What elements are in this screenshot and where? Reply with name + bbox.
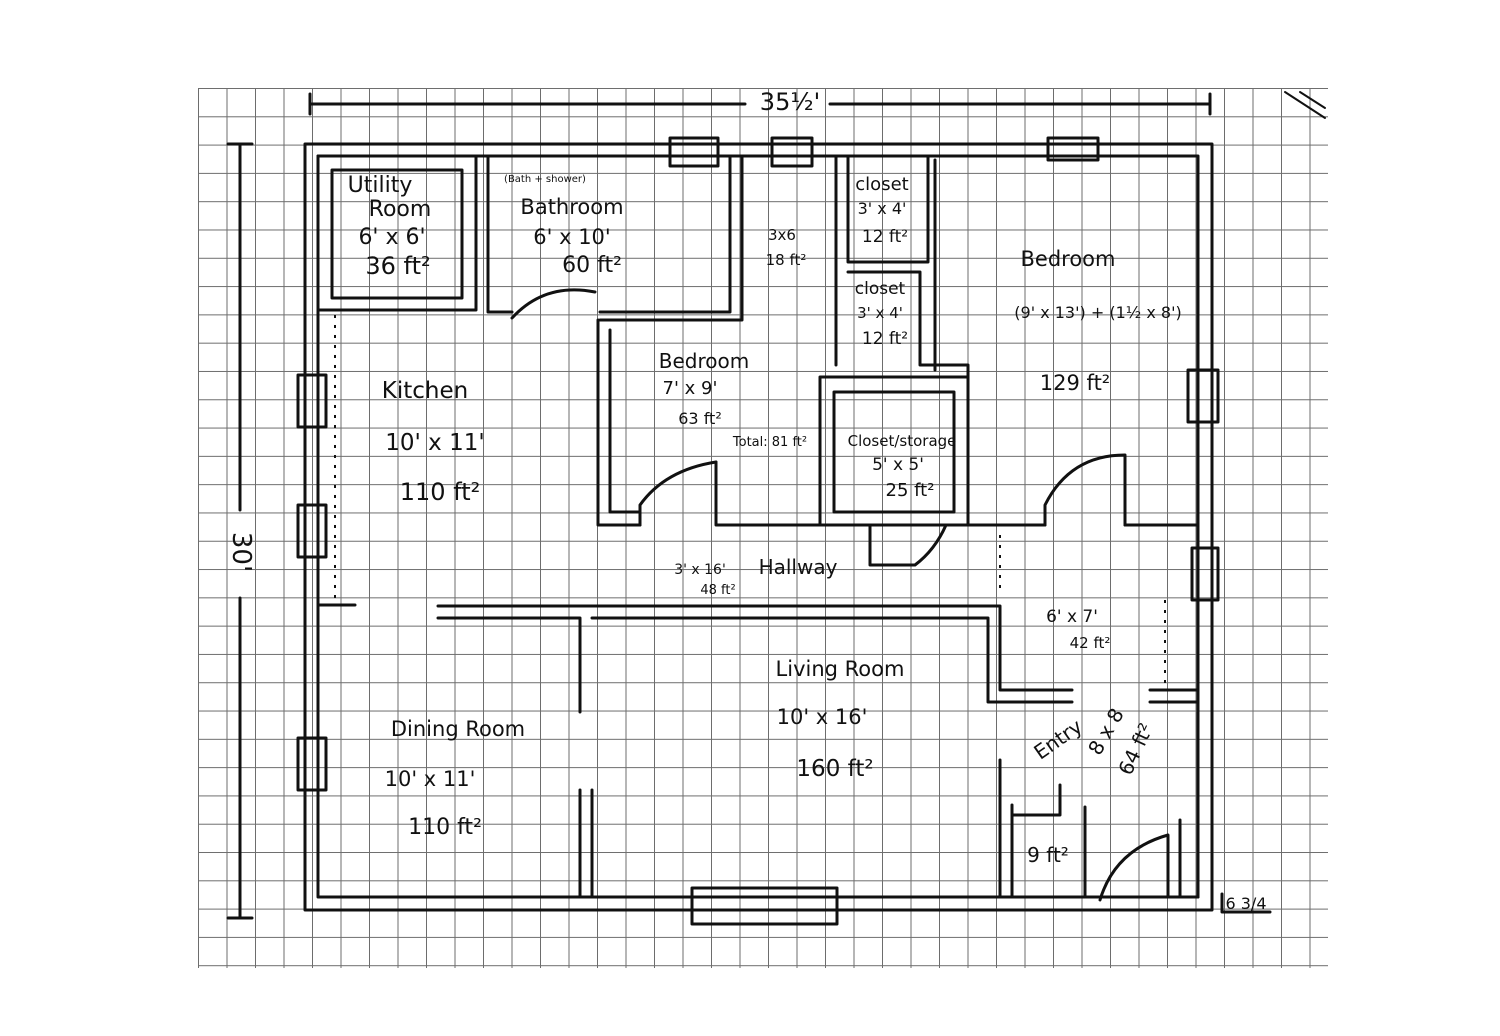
closet-top-area: 12 ft² [862, 227, 908, 247]
height-label: 30' [226, 532, 256, 572]
bathroom-area: 60 ft² [562, 253, 622, 278]
closet-middle-label: closet [855, 279, 906, 299]
middle-bedroom-size: 7' x 9' [663, 378, 718, 399]
utility-room-inner-wall [330, 168, 464, 300]
middle-bedroom-wall-inner [608, 328, 642, 514]
utility-room-size: 6' x 6' [358, 225, 425, 250]
dining-room-area: 110 ft² [408, 815, 482, 840]
right-bedroom-label: Bedroom [1021, 247, 1116, 271]
closet-storage-area: 25 ft² [886, 480, 935, 501]
hallway-area: 48 ft² [700, 583, 735, 598]
living-room-area: 160 ft² [796, 756, 873, 782]
kitchen-label: Kitchen [382, 378, 468, 404]
entry-door-swing [1098, 833, 1170, 902]
hallway-size: 3' x 16' [674, 562, 726, 578]
width-label: 35½' [760, 88, 820, 116]
right-bedroom-door [1043, 453, 1127, 527]
hallway-wall-long [436, 604, 1074, 692]
utility-room-area: 36 ft² [365, 252, 430, 280]
height-dimension-line [226, 142, 254, 920]
middle-bedroom-area: 63 ft² [678, 409, 721, 428]
closet-storage-inner-wall [832, 390, 956, 514]
bathroom-label: Bathroom [520, 195, 623, 219]
closet-storage-size: 5' x 5' [872, 455, 924, 475]
graph-paper-sheet [198, 88, 1328, 968]
bathroom-wall-outer [598, 154, 744, 322]
width-dimension-line [308, 92, 1212, 116]
kitchen-area: 110 ft² [400, 478, 481, 506]
closet-middle-area: 12 ft² [862, 329, 908, 349]
middle-bedroom-door [638, 460, 718, 527]
bathroom-wall-left [486, 154, 514, 314]
middle-bedroom-label: Bedroom [659, 349, 749, 373]
closet-storage-door [868, 523, 948, 567]
offset-bracket [1220, 892, 1272, 914]
bathroom-note: (Bath + shower) [504, 174, 586, 185]
dining-room-size: 10' x 11' [385, 767, 476, 791]
utility-room-label-1: Utility [348, 173, 413, 198]
hall-annex-area: 42 ft² [1070, 634, 1111, 652]
hallway-label: Hallway [759, 555, 838, 579]
closet-storage-label: Closet/storage [848, 432, 957, 450]
closet-middle-size: 3' x 4' [857, 304, 903, 322]
closet-top-wall [846, 154, 930, 264]
small-space-size: 3x6 [768, 226, 796, 244]
right-bedroom-size: (9' x 13') + (1½ x 8') [1014, 303, 1181, 322]
living-room-size: 10' x 16' [777, 705, 868, 729]
windows [296, 136, 1220, 926]
utility-room-label-2: Room [369, 197, 432, 222]
dining-room-label: Dining Room [391, 717, 525, 741]
middle-bedroom-wall-right [714, 460, 822, 527]
entry-door-jamb [1178, 818, 1200, 899]
living-room-label: Living Room [776, 657, 905, 681]
bathroom-wall-bottom [598, 154, 732, 314]
bathroom-size: 6' x 10' [533, 225, 610, 249]
entry-closet-area: 9 ft² [1027, 843, 1069, 867]
middle-bedroom-wall-left [596, 318, 642, 527]
dining-living-wall [436, 616, 582, 714]
right-bedroom-area: 129 ft² [1040, 371, 1110, 395]
living-room-top-wall [590, 616, 1074, 704]
kitchen-size: 10' x 11' [385, 430, 484, 456]
small-space-area: 18 ft² [766, 251, 807, 269]
utility-room-wall [316, 154, 478, 312]
closet-top-size: 3' x 4' [858, 199, 907, 218]
corner-marks [1284, 91, 1326, 119]
bathroom-door-swing [510, 288, 597, 320]
closet-storage-wall [818, 375, 970, 527]
hall-annex-size: 6' x 7' [1046, 607, 1098, 627]
entry-label: Entry [1029, 714, 1086, 764]
entry-closet-door [1010, 783, 1062, 817]
middle-bedroom-total: Total: 81 ft² [732, 435, 807, 450]
closet-top-label: closet [855, 174, 908, 195]
offset-label: 6 3/4 [1225, 894, 1266, 913]
